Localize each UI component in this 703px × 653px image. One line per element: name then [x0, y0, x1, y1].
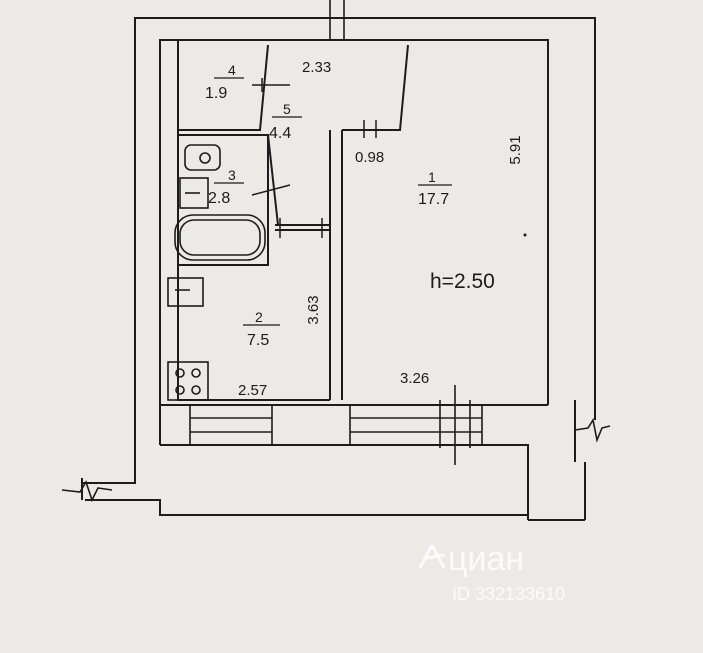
dim-top-corridor: 2.33	[302, 59, 331, 76]
kitchen-sink-icon	[167, 277, 204, 307]
ceiling-height: h=2.50	[430, 270, 495, 293]
dim-kitchen-side: 3.63	[305, 295, 322, 324]
dim-kitchen-bottom: 2.57	[238, 382, 267, 399]
room-4-number: 4	[228, 62, 236, 78]
windows	[189, 385, 483, 465]
cian-logo-icon	[418, 544, 446, 569]
room-5-area: 4.4	[269, 125, 291, 142]
dimension-labels: 2.33 5.91 0.98 3.63 2.57 3.26 h=2.50	[238, 59, 527, 399]
room-5-number: 5	[283, 101, 291, 117]
watermark: циан ID 332133610	[418, 540, 565, 604]
room-3-area: 2.8	[208, 190, 230, 207]
room-1-number: 1	[428, 169, 436, 185]
room-2-number: 2	[255, 309, 263, 325]
kitchen-window	[189, 404, 273, 446]
watermark-id: ID 332133610	[452, 584, 565, 604]
kitchen-fixtures	[167, 277, 209, 401]
dim-room1-bottom: 3.26	[400, 370, 429, 387]
stove-icon	[167, 361, 209, 401]
room-1-area: 17.7	[418, 191, 449, 208]
bathtub-icon	[174, 214, 266, 261]
sink-icon	[179, 177, 209, 209]
room-4-area: 1.9	[205, 85, 227, 102]
dim-room1-doorway: 0.98	[355, 149, 384, 166]
bathroom-fixtures	[174, 144, 266, 261]
room-labels: 1 17.7 2 7.5 3 2.8 4 1.9 5 4.4	[205, 62, 452, 349]
room-window	[349, 404, 483, 446]
break-marks	[61, 0, 611, 503]
room-2-area: 7.5	[247, 332, 269, 349]
watermark-brand: циан	[448, 540, 524, 578]
door-ticks	[251, 78, 377, 238]
toilet-icon	[184, 144, 221, 171]
dim-room1-right: 5.91	[507, 135, 524, 164]
room-3-number: 3	[228, 167, 236, 183]
